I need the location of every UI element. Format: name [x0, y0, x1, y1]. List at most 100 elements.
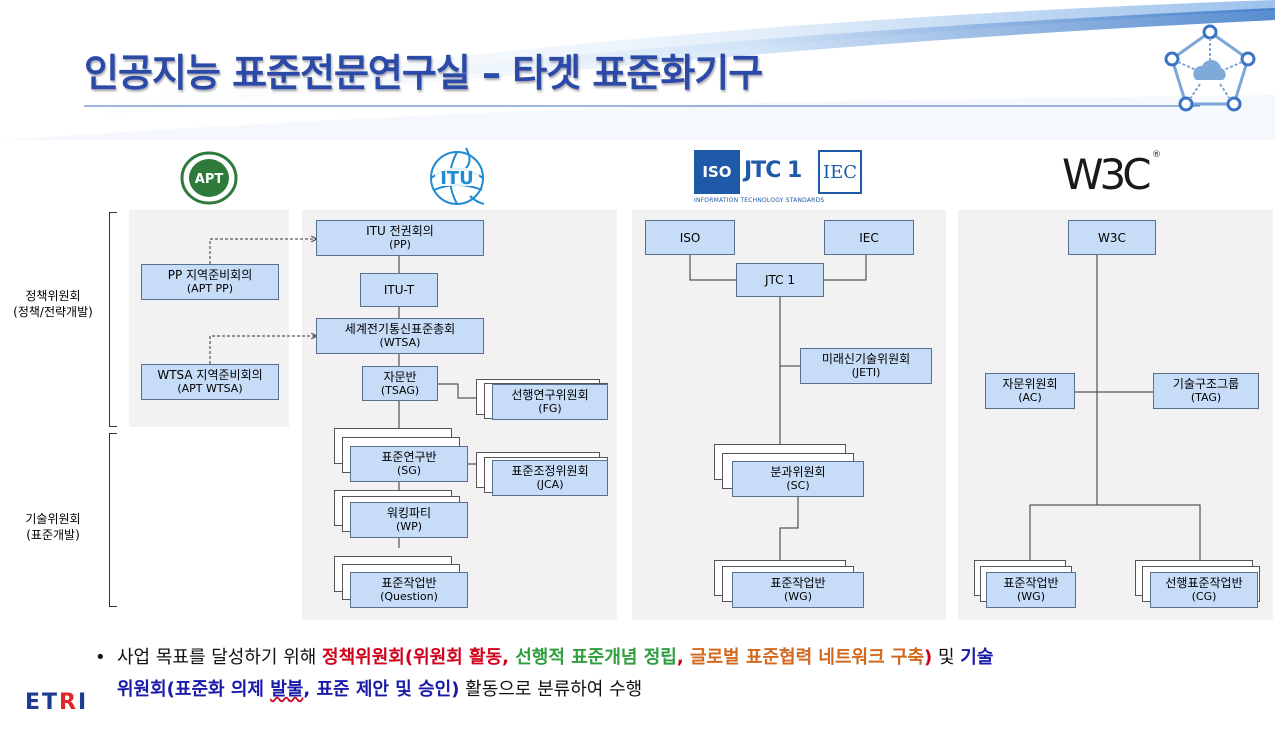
box-label: 표준작업반 — [381, 576, 437, 590]
jtc1-main-box: JTC 1 — [736, 263, 824, 297]
jtc1-jeti-box: 미래신기술위원회 (JETI) — [800, 348, 932, 384]
itu-sg-box: 표준연구반 (SG) — [350, 446, 468, 482]
close-paren: ) — [924, 647, 933, 668]
box-label: ITU 전권회의 — [366, 224, 434, 238]
box-label: 선행표준작업반 — [1165, 576, 1243, 590]
box-label: 워킹파티 — [386, 506, 432, 520]
technical-label-line1: 기술위원회 — [25, 512, 81, 526]
box-sublabel: (SC) — [786, 479, 810, 492]
box-label: W3C — [1098, 230, 1126, 245]
box-label: ITU-T — [383, 283, 415, 297]
w3c-logo-text: W3C — [1062, 150, 1152, 199]
summary-tail: 활동으로 분류하여 수행 — [459, 679, 643, 700]
box-label: 표준조정위원회 — [511, 464, 589, 478]
w3c-ac-box: 자문위원회 (AC) — [985, 373, 1075, 409]
box-sublabel: (WP) — [395, 520, 423, 533]
box-label: 분과위원회 — [770, 465, 826, 479]
technical-committee-text: 위원회(표준화 의제 — [117, 679, 271, 700]
itu-pp-box: ITU 전권회의 (PP) — [316, 220, 484, 256]
policy-committee-text: 정책위원회(위원회 활동 — [322, 647, 503, 668]
w3c-tag-box: 기술구조그룹 (TAG) — [1153, 373, 1259, 409]
policy-label-line1: 정책위원회 — [25, 289, 81, 303]
box-sublabel: (PP) — [389, 238, 411, 251]
w3c-registered: ® — [1152, 150, 1161, 160]
summary-line-2: 위원회(표준화 의제 발불, 표준 제안 및 승인) 활동으로 분류하여 수행 — [117, 674, 642, 706]
box-label: IEC — [859, 230, 879, 245]
apt-wtsa-box: WTSA 지역준비회의 (APT WTSA) — [141, 364, 279, 400]
bullet-dot-icon: • — [95, 647, 106, 668]
itu-wp-box: 워킹파티 (WP) — [350, 502, 468, 538]
box-sublabel: (WG) — [1017, 590, 1045, 603]
jtc1-iso-box: ISO — [645, 220, 735, 255]
etri-logo-part: ET — [25, 690, 60, 715]
technical-label-line2: (표준개발) — [26, 528, 80, 542]
jtc1-subtitle: INFORMATION TECHNOLOGY STANDARDS — [694, 197, 825, 204]
apt-logo: APT — [180, 151, 238, 205]
w3c-main-box: W3C — [1068, 220, 1156, 255]
etri-logo-part: R — [59, 690, 78, 715]
box-label: JTC 1 — [765, 273, 795, 287]
concept-text: 선행적 표준개념 정립 — [515, 647, 677, 668]
itu-logo: ITU — [430, 147, 485, 205]
proposal-text: , 표준 제안 및 승인) — [303, 679, 460, 700]
apt-logo-text: APT — [195, 172, 224, 187]
network-text: 글로벌 표준협력 네트워크 구축 — [689, 647, 925, 668]
header-swoosh — [0, 0, 1275, 140]
itu-fg-box: 선행연구위원회 (FG) — [492, 384, 608, 420]
box-sublabel: (AC) — [1018, 391, 1042, 404]
jtc1-iec-box: IEC — [824, 220, 914, 255]
box-sublabel: (APT PP) — [186, 282, 234, 295]
itu-wtsa-box: 세계전기통신표준총회 (WTSA) — [316, 318, 484, 354]
technical-committee-label: 기술위원회 (표준개발) — [2, 511, 104, 543]
discovery-text: 발불 — [270, 679, 304, 700]
box-sublabel: (JCA) — [536, 478, 564, 491]
box-sublabel: (FG) — [538, 402, 562, 415]
w3c-logo: W3C ® — [1062, 150, 1172, 202]
w3c-wg-box: 표준작업반 (WG) — [986, 572, 1076, 608]
policy-committee-label: 정책위원회 (정책/전략개발) — [2, 288, 104, 320]
box-label: 표준작업반 — [770, 576, 826, 590]
box-label: 자문반 — [383, 369, 417, 384]
box-label: PP 지역준비회의 — [167, 268, 253, 282]
box-label: 표준작업반 — [1003, 576, 1059, 590]
box-sublabel: (TAG) — [1190, 391, 1222, 404]
box-label: 자문위원회 — [1002, 377, 1058, 391]
technical-brace — [109, 433, 117, 607]
iso-logo-text: ISO — [702, 163, 732, 181]
separator: , — [502, 647, 516, 668]
apt-pp-box: PP 지역준비회의 (APT PP) — [141, 264, 279, 300]
cloud-network-icon — [1164, 24, 1256, 112]
box-label: 기술구조그룹 — [1172, 377, 1240, 391]
iso-logo: ISO — [694, 150, 740, 194]
box-label: 선행연구위원회 — [511, 388, 589, 402]
box-label: WTSA 지역준비회의 — [157, 368, 263, 382]
jtc1-wg-box: 표준작업반 (WG) — [732, 572, 864, 608]
itu-question-box: 표준작업반 (Question) — [350, 572, 468, 608]
box-label: 세계전기통신표준총회 — [344, 322, 456, 336]
jtc1-logo-text: JTC 1 — [744, 158, 802, 183]
box-sublabel: (SG) — [396, 464, 422, 477]
box-sublabel: (TSAG) — [380, 383, 420, 397]
etri-logo: ETRI — [25, 690, 88, 715]
itu-jca-box: 표준조정위원회 (JCA) — [492, 460, 608, 496]
page-title: 인공지능 표준전문연구실 – 타겟 표준화기구 — [84, 51, 763, 95]
etri-logo-part: I — [78, 690, 89, 715]
box-label: 표준연구반 — [381, 450, 437, 464]
separator: , — [676, 647, 690, 668]
itu-logo-text: ITU — [440, 168, 474, 189]
box-sublabel: (APT WTSA) — [177, 382, 243, 395]
box-label: 미래신기술위원회 — [821, 352, 911, 366]
technical-text: 기술 — [960, 647, 994, 668]
w3c-cg-box: 선행표준작업반 (CG) — [1150, 572, 1258, 608]
box-sublabel: (WTSA) — [379, 336, 421, 349]
w3c-panel — [958, 210, 1273, 620]
box-sublabel: (CG) — [1191, 590, 1217, 603]
policy-brace — [109, 212, 117, 427]
iec-logo: IEC — [818, 150, 862, 194]
itu-t-box: ITU-T — [360, 273, 438, 307]
box-sublabel: (Question) — [380, 590, 438, 603]
itu-tsag-box: 자문반 (TSAG) — [362, 366, 438, 401]
summary-text: 사업 목표를 달성하기 위해 — [117, 647, 323, 668]
iec-logo-text: IEC — [822, 161, 858, 183]
